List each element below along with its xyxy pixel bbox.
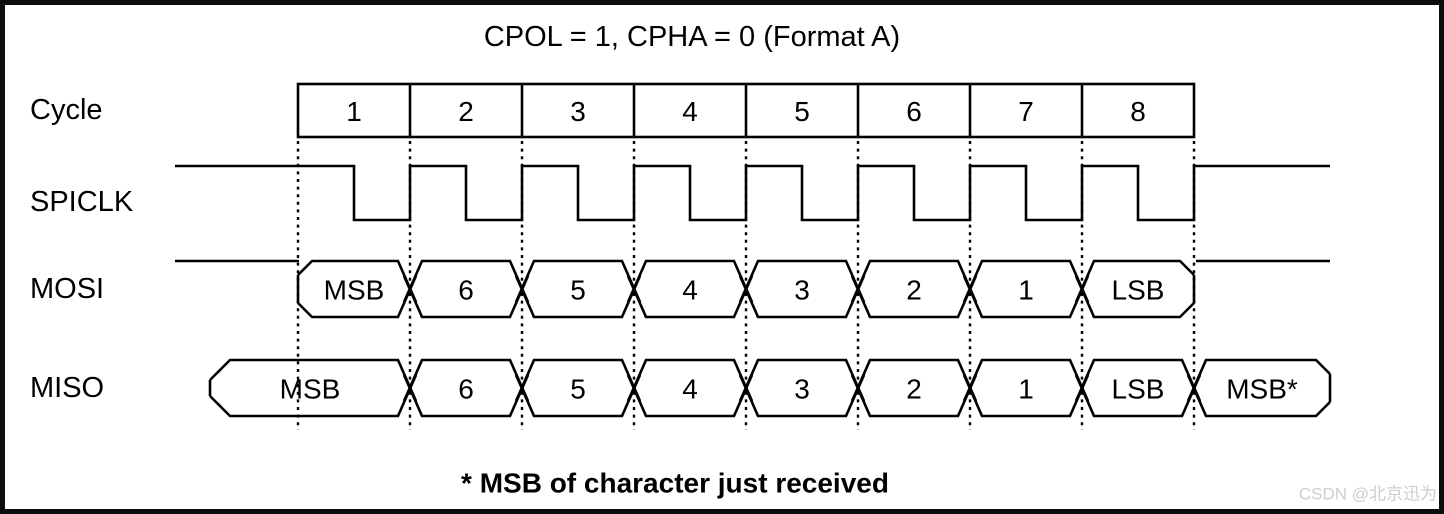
cycle-number: 2: [458, 96, 474, 127]
diagram-title: CPOL = 1, CPHA = 0 (Format A): [484, 21, 900, 53]
row-label-mosi: MOSI: [30, 273, 104, 305]
footnote: * MSB of character just received: [461, 468, 889, 499]
miso-bit-cell-label: 1: [1018, 374, 1034, 405]
cycle-number: 8: [1130, 96, 1146, 127]
miso-bit-cell-label: LSB: [1112, 374, 1165, 405]
mosi-data-cells: MSB 6 5 4 3 2 1 LSB: [175, 259, 1330, 319]
row-label-spiclk: SPICLK: [30, 186, 134, 218]
miso-bit-cell-label: 4: [682, 374, 698, 405]
cycle-number: 6: [906, 96, 922, 127]
mosi-bit-cell-label: LSB: [1112, 275, 1165, 306]
mosi-bit-cell: [1074, 259, 1196, 319]
mosi-bit-cell-label: MSB: [324, 275, 385, 306]
miso-bit-cell-label: 2: [906, 374, 922, 405]
row-label-cycle: Cycle: [30, 94, 103, 126]
mosi-bit-cell-label: 1: [1018, 275, 1034, 306]
watermark: CSDN @北京迅为: [1299, 485, 1437, 504]
cycle-number: 5: [794, 96, 810, 127]
cycle-number: 1: [346, 96, 362, 127]
mosi-bit-cell-label: 4: [682, 275, 698, 306]
spiclk-waveform: [175, 164, 1330, 222]
spiclk-trace: [175, 164, 1330, 222]
cycle-number-row: 1 2 3 4 5 6 7 8: [296, 82, 1196, 139]
miso-bit-cell-label: 5: [570, 374, 586, 405]
mosi-bit-cell-label: 5: [570, 275, 586, 306]
miso-bit-cell-label: MSB*: [1226, 374, 1298, 405]
miso-bit-cell-label: 3: [794, 374, 810, 405]
cycle-number: 3: [570, 96, 586, 127]
mosi-bit-cell-label: 2: [906, 275, 922, 306]
miso-data-cells: MSB 6 5 4 3 2 1 LSB MSB*: [208, 358, 1332, 418]
cycle-number: 7: [1018, 96, 1034, 127]
mosi-bit-cell-label: 6: [458, 275, 474, 306]
miso-bit-cell-label: 6: [458, 374, 474, 405]
spi-timing-diagram: CPOL = 1, CPHA = 0 (Format A) Cycle SPIC…: [30, 21, 1437, 504]
cycle-number: 4: [682, 96, 698, 127]
mosi-bit-cell-label: 3: [794, 275, 810, 306]
miso-bit-cell: [1186, 358, 1332, 418]
miso-bit-cell-label: MSB: [280, 374, 341, 405]
row-label-miso: MISO: [30, 372, 104, 404]
